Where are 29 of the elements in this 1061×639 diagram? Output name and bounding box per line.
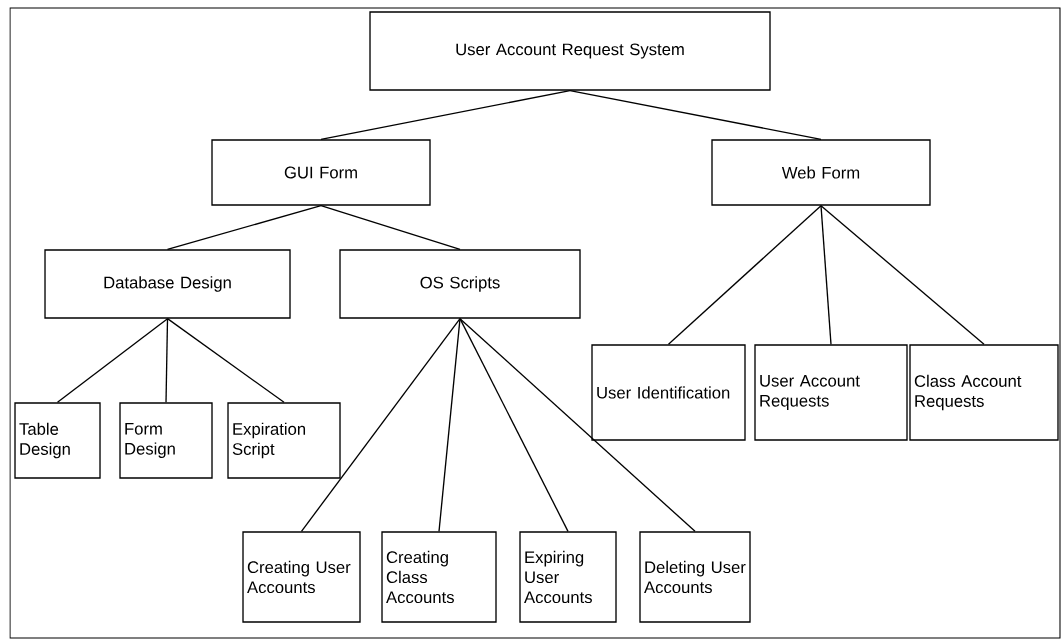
connector-line	[166, 205, 322, 250]
connector-line	[820, 205, 832, 345]
box: Form Design	[119, 402, 213, 479]
connector-line	[438, 318, 461, 532]
box: Creating Class Accounts	[381, 531, 497, 623]
box: Database Design	[44, 249, 291, 319]
box: Web Form	[711, 139, 931, 206]
box: Deleting User Accounts	[639, 531, 751, 623]
box: Expiring User Accounts	[519, 531, 617, 623]
box: User Account Requests	[754, 344, 908, 441]
connector-line	[320, 205, 461, 250]
box: Table Design	[14, 402, 101, 479]
box: Expiration Script	[227, 402, 341, 479]
connector-line	[56, 318, 169, 403]
box: User Identification	[591, 344, 746, 441]
connector-line	[459, 318, 569, 532]
connector-line	[459, 318, 696, 532]
connector-line	[320, 90, 571, 140]
box: Class Account Requests	[909, 344, 1059, 441]
connector-line	[165, 318, 169, 403]
box: Creating User Accounts	[242, 531, 361, 623]
box: GUI Form	[211, 139, 431, 206]
connector-line	[667, 205, 822, 345]
connector-line	[300, 318, 461, 532]
box: OS Scripts	[339, 249, 581, 319]
box: User Account Request System	[369, 11, 771, 91]
connector-line	[569, 90, 822, 140]
connector-line	[820, 205, 985, 345]
connector-line	[166, 318, 285, 403]
